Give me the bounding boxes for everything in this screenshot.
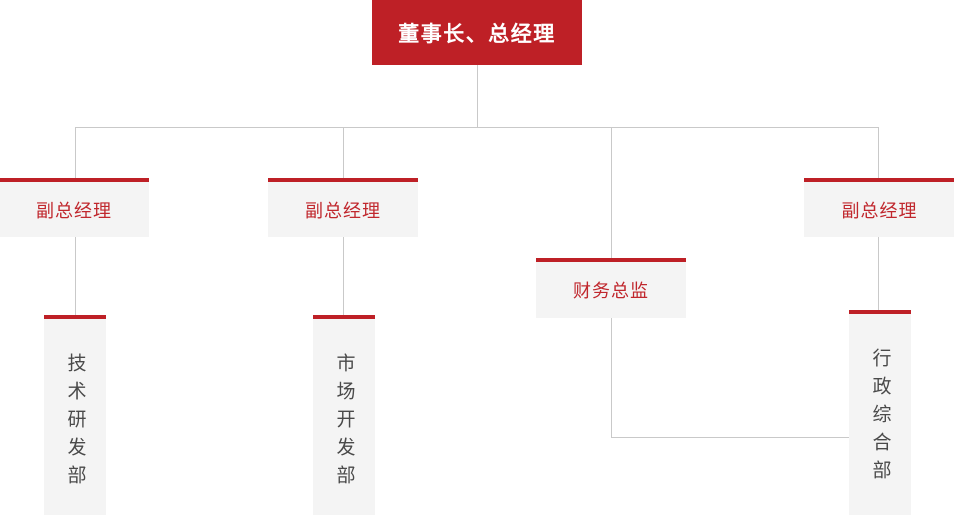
node-vice-general-manager-2[interactable]: 副总经理 [268, 178, 418, 237]
connector-drop-dept-1 [75, 237, 76, 315]
node-administration-department[interactable]: 行政综合部 [849, 310, 911, 515]
node-tech-rd-department[interactable]: 技术研发部 [44, 315, 106, 515]
connector-root-stem [477, 65, 478, 128]
connector-drop-dept-2 [343, 237, 344, 315]
connector-drop-cfo [611, 127, 612, 258]
node-vice-general-manager-1-label: 副总经理 [36, 200, 112, 221]
connector-cfo-elbow-horizontal [611, 437, 849, 438]
node-vice-general-manager-2-label: 副总经理 [305, 200, 381, 221]
node-tech-rd-department-label: 技术研发部 [64, 353, 86, 493]
connector-drop-vgm-1 [75, 127, 76, 178]
node-market-development-department-label: 市场开发部 [333, 353, 355, 493]
connector-cfo-elbow-vertical [611, 318, 612, 437]
node-market-development-department[interactable]: 市场开发部 [313, 315, 375, 515]
node-vice-general-manager-3-label: 副总经理 [841, 200, 918, 221]
node-administration-department-label: 行政综合部 [869, 348, 891, 488]
node-finance-director-label: 财务总监 [573, 281, 649, 301]
connector-drop-dept-3 [878, 237, 879, 315]
node-vice-general-manager-1[interactable]: 副总经理 [0, 178, 149, 237]
node-vice-general-manager-3[interactable]: 副总经理 [804, 178, 954, 237]
connector-drop-vgm-2 [343, 127, 344, 178]
node-chairman-general-manager[interactable]: 董事长、总经理 [372, 0, 582, 65]
node-finance-director[interactable]: 财务总监 [536, 258, 686, 318]
connector-main-bus [75, 127, 879, 128]
node-chairman-general-manager-label: 董事长、总经理 [398, 22, 556, 46]
connector-drop-vgm-3 [878, 127, 879, 178]
